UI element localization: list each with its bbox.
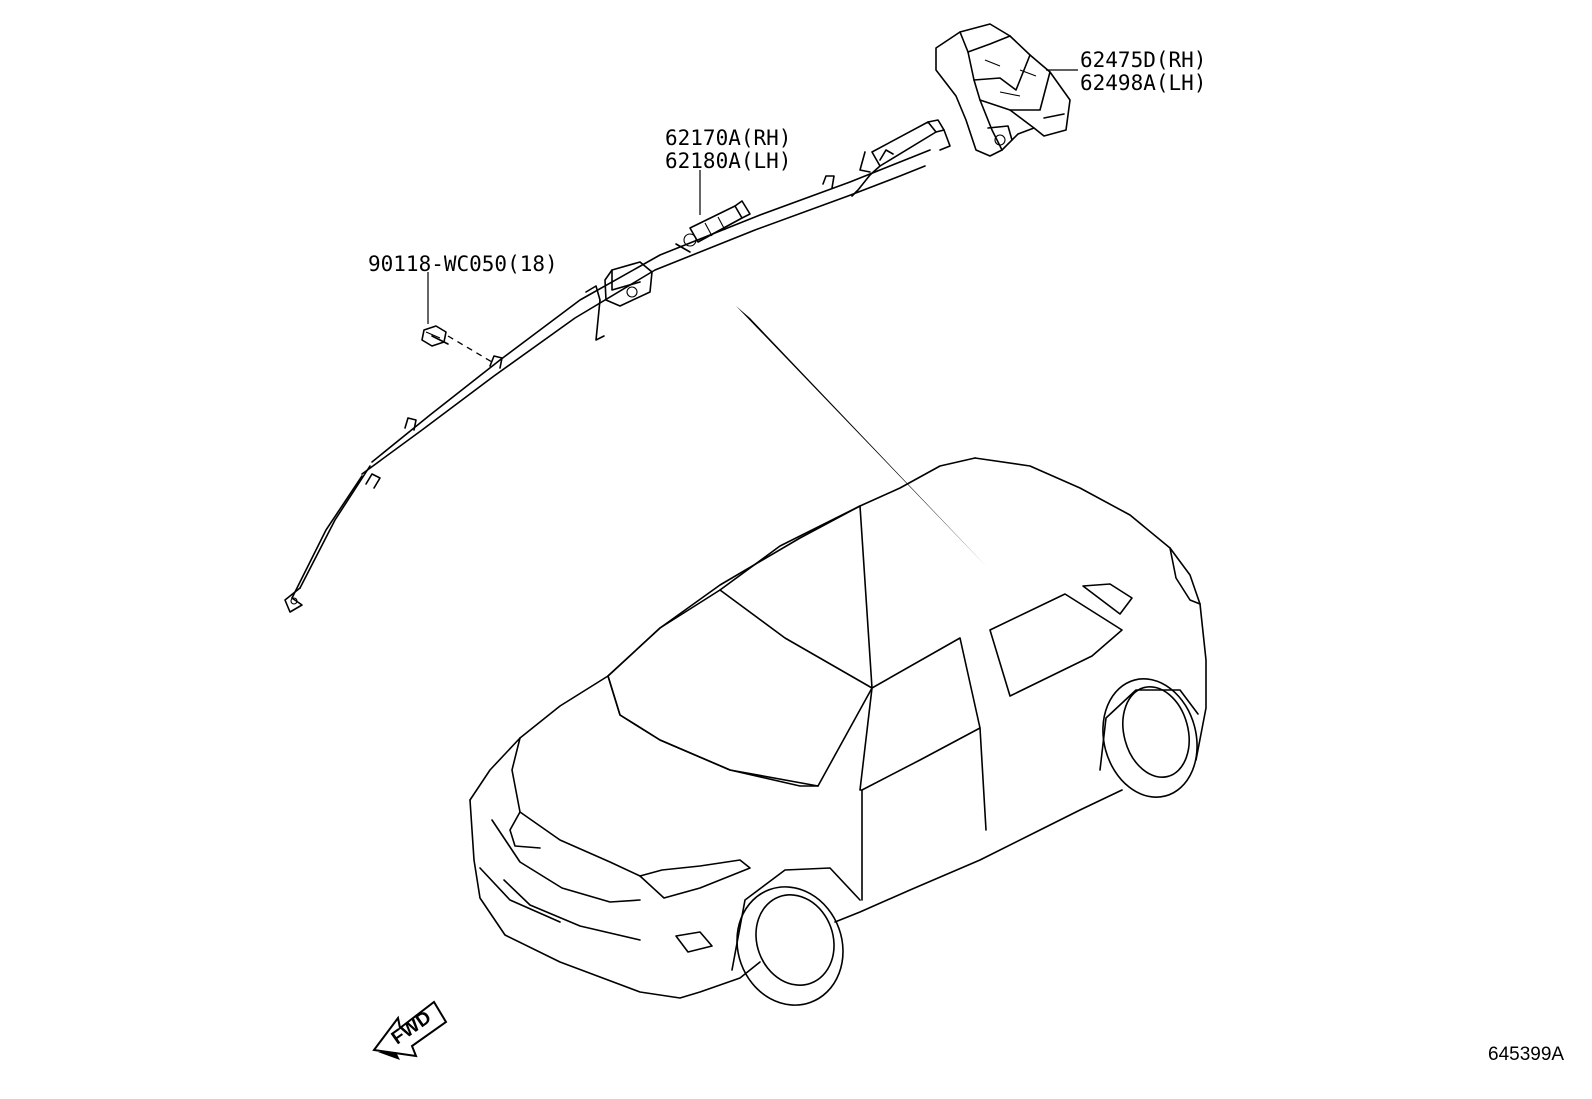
leader-lines [427, 69, 1078, 324]
fwd-arrow: FWD [372, 1000, 448, 1060]
location-pointer [736, 306, 986, 566]
label-airbag-lh: 62180A(LH) [665, 149, 791, 173]
label-bolt: 90118-WC050(18) [368, 252, 558, 276]
label-bracket-lh: 62498A(LH) [1080, 71, 1206, 95]
airbag-bracket-part [935, 23, 1071, 157]
vehicle-outline [469, 457, 1207, 1006]
label-airbag-rh: 62170A(RH) [665, 126, 791, 150]
curtain-airbag-assembly [284, 119, 951, 613]
label-bracket-rh: 62475D(RH) [1080, 48, 1206, 72]
bolt-part [421, 325, 449, 347]
figure-id: 645399A [1488, 1044, 1564, 1065]
